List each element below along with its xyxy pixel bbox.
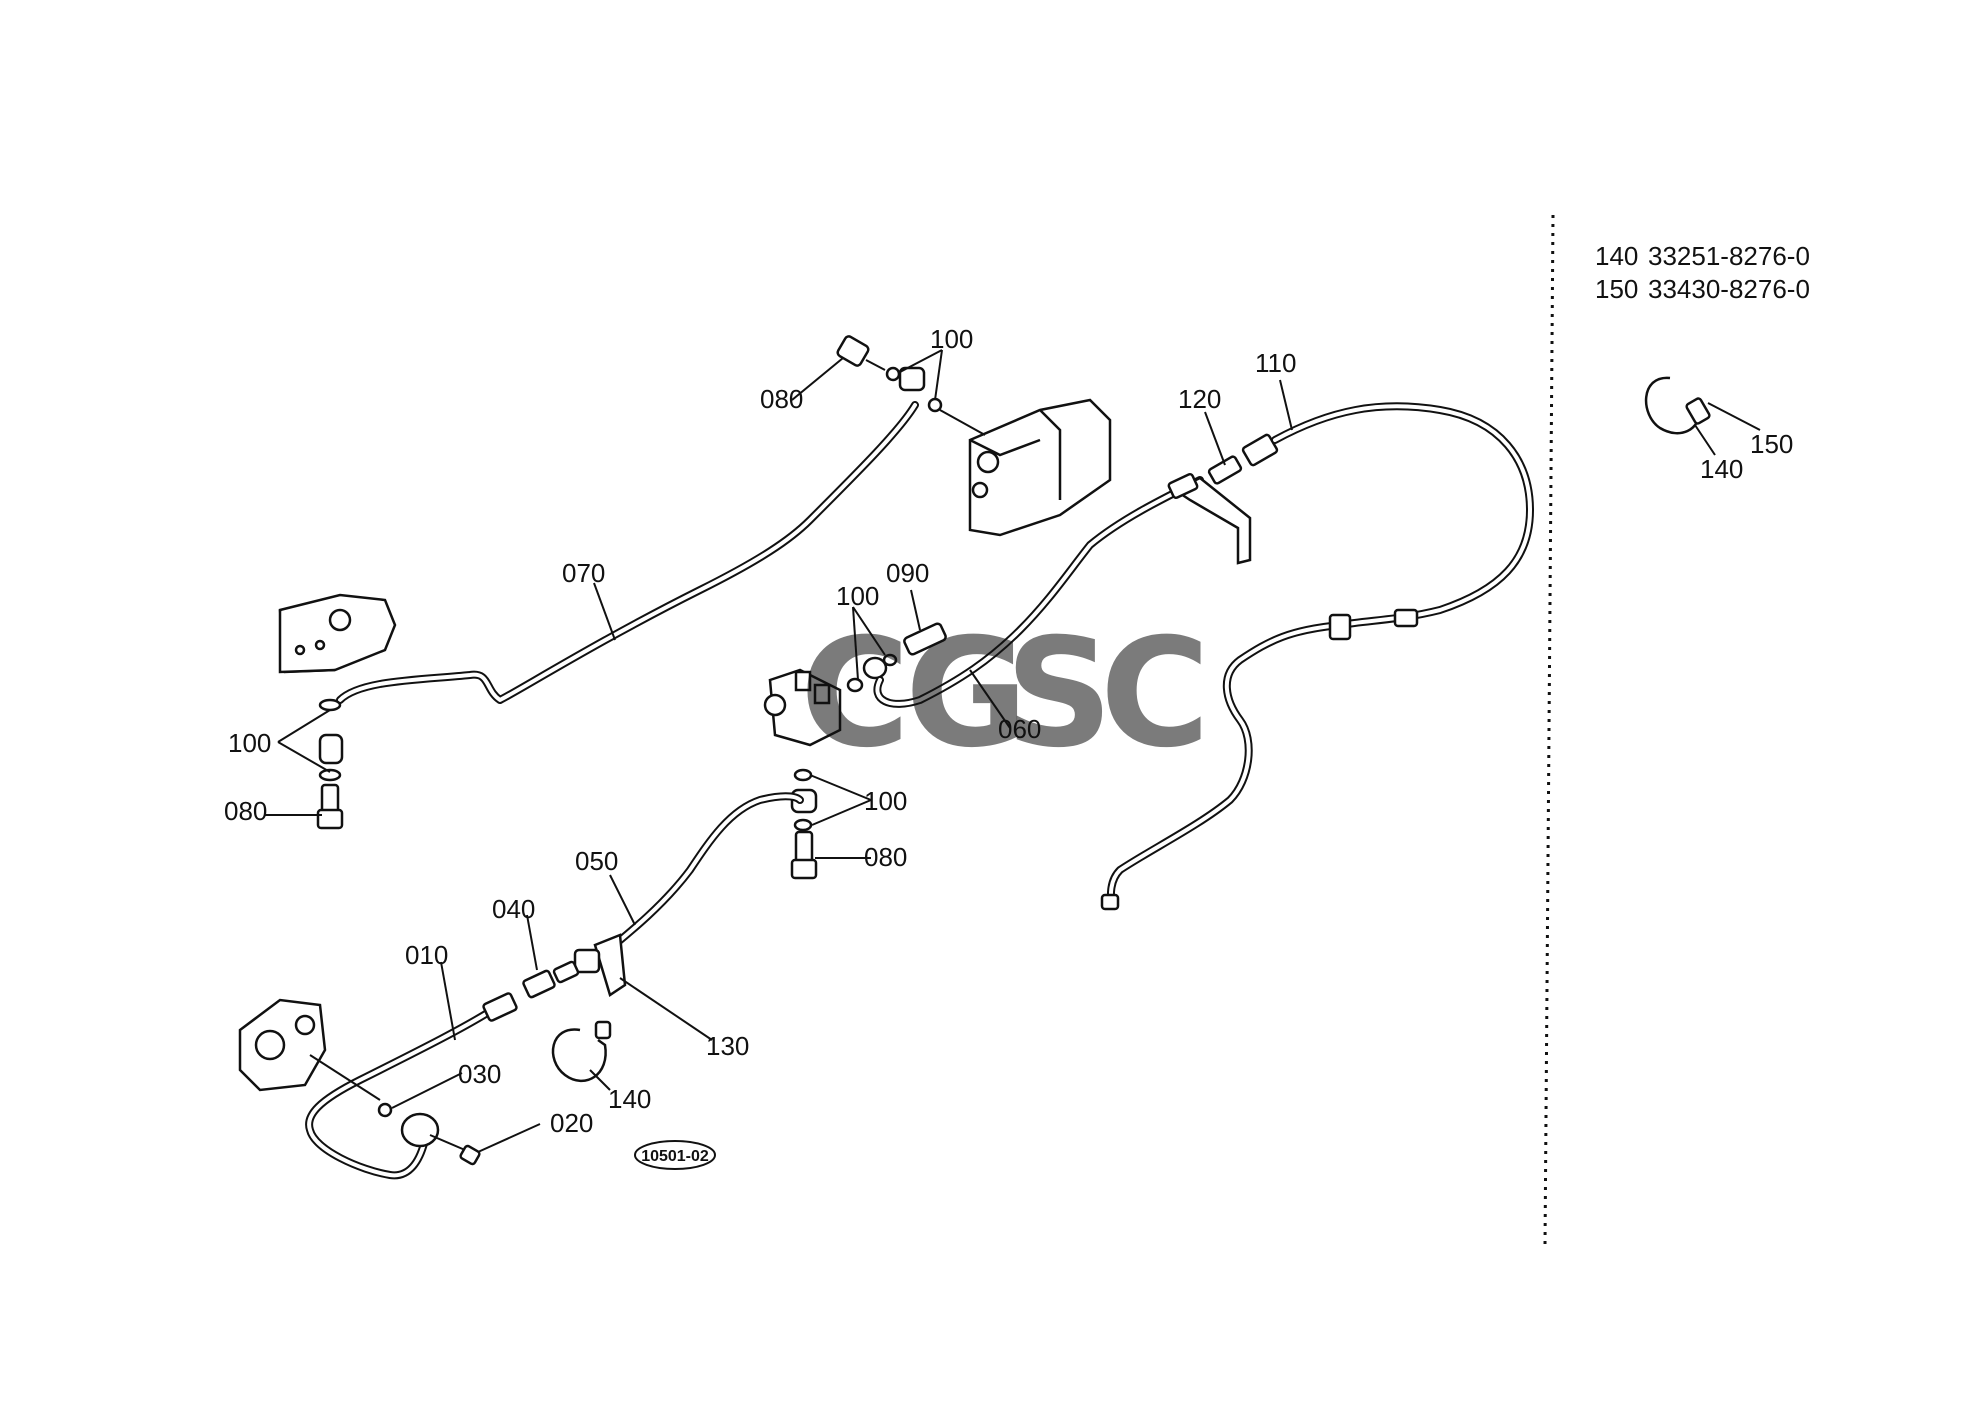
banjo-bolt-upper [836, 335, 943, 413]
callout-010: 010 [405, 940, 448, 970]
clamp-140 [551, 1020, 612, 1083]
banjo-bolt-center [846, 622, 947, 693]
bracket-130 [573, 933, 627, 997]
inset-row-150-num: 150 [1595, 274, 1638, 304]
callout-090: 090 [886, 558, 929, 588]
callout-050: 050 [575, 846, 618, 876]
pipe-060 [873, 476, 1204, 708]
pipe-010 [305, 992, 518, 1180]
callout-040: 040 [492, 894, 535, 924]
inset-divider [1543, 214, 1555, 1246]
inset-row-140-part: 33251-8276-0 [1648, 241, 1810, 271]
callout-060: 060 [998, 714, 1041, 744]
fitting-120 [1207, 433, 1279, 485]
callout-070: 070 [562, 558, 605, 588]
callout-080-left: 080 [224, 796, 267, 826]
pump-lower-left [238, 998, 381, 1101]
inset-row-140-num: 140 [1595, 241, 1638, 271]
distributor-block-center [763, 668, 842, 747]
callout-100-center: 100 [836, 581, 879, 611]
bracket-060 [1167, 472, 1252, 565]
callout-130: 130 [706, 1031, 749, 1061]
callout-100-left: 100 [228, 728, 271, 758]
pipe-050 [586, 792, 804, 969]
fitting-040 [522, 960, 580, 999]
watermark-logo: C G S C [800, 607, 1210, 781]
fitting-030-020 [377, 1102, 481, 1166]
callout-140: 140 [608, 1084, 651, 1114]
pump-block-upper-left [278, 593, 397, 674]
leader-lines [265, 349, 1293, 1153]
watermark-letter-4: C [1100, 607, 1210, 781]
watermark-letter-1: C [800, 607, 910, 781]
banjo-fitting-left [316, 698, 344, 830]
diagram-code-text: 10501-02 [641, 1148, 709, 1165]
callout-080-upper: 080 [760, 384, 803, 414]
inset-callout-150: 150 [1750, 429, 1793, 459]
callout-080-lower: 080 [864, 842, 907, 872]
diagram-code-tag: 10501-02 [634, 1140, 716, 1170]
inset-clamp-drawing: 150 140 [1644, 376, 1793, 484]
callout-120: 120 [1178, 384, 1221, 414]
callout-100-upper: 100 [930, 324, 973, 354]
callout-labels: 080 100 070 100 080 100 090 060 100 080 … [224, 324, 1296, 1138]
pipe-070 [336, 401, 919, 704]
callout-020: 020 [550, 1108, 593, 1138]
inset-callout-140: 140 [1700, 454, 1743, 484]
callout-030: 030 [458, 1059, 501, 1089]
callout-110: 110 [1255, 348, 1296, 378]
cylinder-block-upper [939, 398, 1112, 537]
watermark-letter-2: G [905, 607, 1028, 781]
pipe-110 [1100, 402, 1534, 911]
watermark-letter-3: S [1005, 607, 1113, 781]
inset-row-150-part: 33430-8276-0 [1648, 274, 1810, 304]
callout-100-lower: 100 [864, 786, 907, 816]
inset-parts-list: 140 33251-8276-0 150 33430-8276-0 [1595, 241, 1810, 304]
